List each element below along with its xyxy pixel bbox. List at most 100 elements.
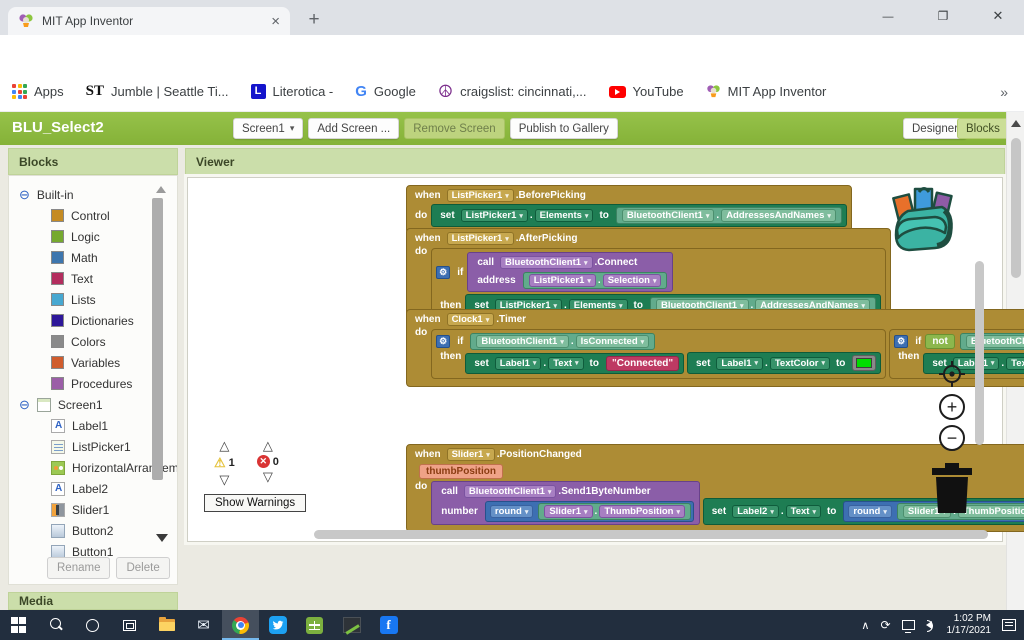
palette-scroll-up-icon[interactable] — [156, 186, 166, 193]
palette-scroll-down-icon[interactable] — [156, 534, 168, 542]
canvas-vertical-scrollbar[interactable] — [975, 261, 984, 445]
palette-item-math[interactable]: Math — [51, 247, 177, 268]
palette-item-dictionaries[interactable]: Dictionaries — [51, 310, 177, 331]
getter-block[interactable]: BluetoothClient1.AddressesAndNames — [615, 207, 842, 224]
twitter-button[interactable] — [259, 610, 296, 640]
not-block[interactable]: not — [925, 334, 955, 349]
new-tab-button[interactable] — [302, 8, 326, 32]
bookmark-literotica[interactable]: L Literotica - — [250, 84, 333, 99]
bookmark-appinventor[interactable]: MIT App Inventor — [706, 84, 826, 99]
scrollbar-thumb[interactable] — [1011, 138, 1021, 278]
network-icon[interactable] — [901, 620, 915, 634]
palette-item-text[interactable]: Text — [51, 268, 177, 289]
rename-button[interactable]: Rename — [47, 557, 111, 579]
palette-item-control[interactable]: Control — [51, 205, 177, 226]
component-dropdown[interactable]: ListPicker1 — [446, 232, 514, 245]
palette-item-lists[interactable]: Lists — [51, 289, 177, 310]
property-dropdown[interactable]: Elements — [534, 209, 594, 222]
getter-block[interactable]: Slider1.ThumbPosition — [538, 503, 691, 520]
text-string-block[interactable]: Connected — [606, 355, 680, 371]
palette-item-logic[interactable]: Logic — [51, 226, 177, 247]
canvas-horizontal-scrollbar[interactable] — [314, 530, 988, 539]
show-warnings-button[interactable]: Show Warnings — [204, 494, 307, 512]
chrome-button[interactable] — [222, 610, 259, 640]
editor-app-button[interactable] — [333, 610, 370, 640]
component-dropdown[interactable]: ListPicker1 — [446, 189, 514, 202]
palette-scrollbar-thumb[interactable] — [152, 198, 163, 480]
param-thumbposition[interactable]: thumbPosition — [419, 464, 503, 479]
component-horizontalarrangement[interactable]: HorizontalArrangeme — [51, 457, 177, 478]
palette-item-procedures[interactable]: Procedures — [51, 373, 177, 394]
remove-screen-button[interactable]: Remove Screen — [404, 118, 505, 139]
component-dropdown[interactable]: ListPicker1 — [460, 209, 528, 222]
bookmark-jumble[interactable]: ST Jumble | Seattle Ti... — [86, 83, 229, 100]
window-maximize-button[interactable] — [923, 0, 963, 32]
bookmarks-overflow[interactable]: » — [1000, 83, 1008, 100]
palette-item-variables[interactable]: Variables — [51, 352, 177, 373]
component-button2[interactable]: Button2 — [51, 520, 177, 541]
mutator-gear-icon[interactable] — [436, 265, 451, 279]
component-button1[interactable]: Button1 — [51, 541, 177, 562]
window-minimize-button[interactable] — [868, 0, 908, 32]
getter-block[interactable]: BluetoothClient1.IsConnected — [959, 333, 1024, 350]
component-dropdown[interactable]: Clock1 — [446, 313, 495, 326]
getter-block[interactable]: ListPicker1.Selection — [522, 272, 668, 289]
tree-screen1[interactable]: Screen1 — [19, 394, 177, 415]
trash-icon[interactable] — [925, 461, 979, 517]
error-down-icon[interactable] — [263, 469, 273, 485]
bookmark-apps[interactable]: Apps — [12, 84, 64, 99]
tray-expand-icon[interactable] — [861, 616, 869, 634]
action-center-icon[interactable] — [1002, 619, 1016, 631]
palette-item-colors[interactable]: Colors — [51, 331, 177, 352]
facebook-button[interactable]: f — [370, 610, 407, 640]
getter-block[interactable]: BluetoothClient1.IsConnected — [470, 333, 656, 350]
mutator-gear-icon[interactable] — [436, 335, 451, 348]
window-close-button[interactable] — [978, 0, 1018, 32]
mutator-gear-icon[interactable] — [894, 335, 909, 348]
component-dropdown[interactable]: Slider1 — [446, 448, 495, 461]
file-explorer-button[interactable] — [148, 610, 185, 640]
color-block-green[interactable] — [852, 355, 877, 371]
screen-selector[interactable]: Screen1 — [233, 118, 304, 139]
speaker-icon[interactable] — [925, 620, 933, 632]
center-blocks-icon[interactable] — [938, 360, 966, 388]
taskbar-search[interactable] — [37, 610, 74, 640]
start-button[interactable] — [0, 610, 37, 640]
taskbar-clock[interactable]: 1:02 PM 1/17/2021 — [947, 613, 992, 637]
if-connected-block[interactable]: if BluetoothClient1.IsConnected then set… — [431, 329, 887, 379]
add-screen-button[interactable]: Add Screen ... — [308, 118, 400, 139]
bookmark-youtube[interactable]: YouTube — [608, 84, 684, 99]
tree-builtin[interactable]: Built-in — [19, 184, 177, 205]
warning-down-icon[interactable] — [219, 472, 229, 488]
collapse-icon[interactable] — [19, 187, 30, 203]
cortana-button[interactable] — [74, 610, 111, 640]
task-view-button[interactable] — [111, 610, 148, 640]
component-label1[interactable]: Label1 — [51, 415, 177, 436]
delete-button[interactable]: Delete — [116, 557, 170, 579]
bookmark-google[interactable]: G Google — [355, 83, 416, 100]
error-up-icon[interactable] — [263, 438, 273, 454]
warning-up-icon[interactable] — [219, 438, 229, 454]
browser-tab[interactable]: MIT App Inventor — [8, 7, 290, 35]
round-block[interactable]: round Slider1.ThumbPosition — [484, 501, 694, 522]
collapse-icon[interactable] — [19, 397, 30, 413]
spreadsheet-app-button[interactable] — [296, 610, 333, 640]
zoom-in-icon[interactable]: + — [939, 394, 965, 420]
component-slider1[interactable]: Slider1 — [51, 499, 177, 520]
backpack-icon[interactable] — [888, 183, 960, 257]
mail-button[interactable] — [185, 610, 222, 640]
publish-gallery-button[interactable]: Publish to Gallery — [509, 118, 618, 139]
tab-close-icon[interactable] — [271, 13, 280, 30]
bookmark-craigslist[interactable]: craigslist: cincinnati,... — [438, 82, 586, 102]
blocks-toggle-button[interactable]: Blocks — [957, 118, 1009, 139]
